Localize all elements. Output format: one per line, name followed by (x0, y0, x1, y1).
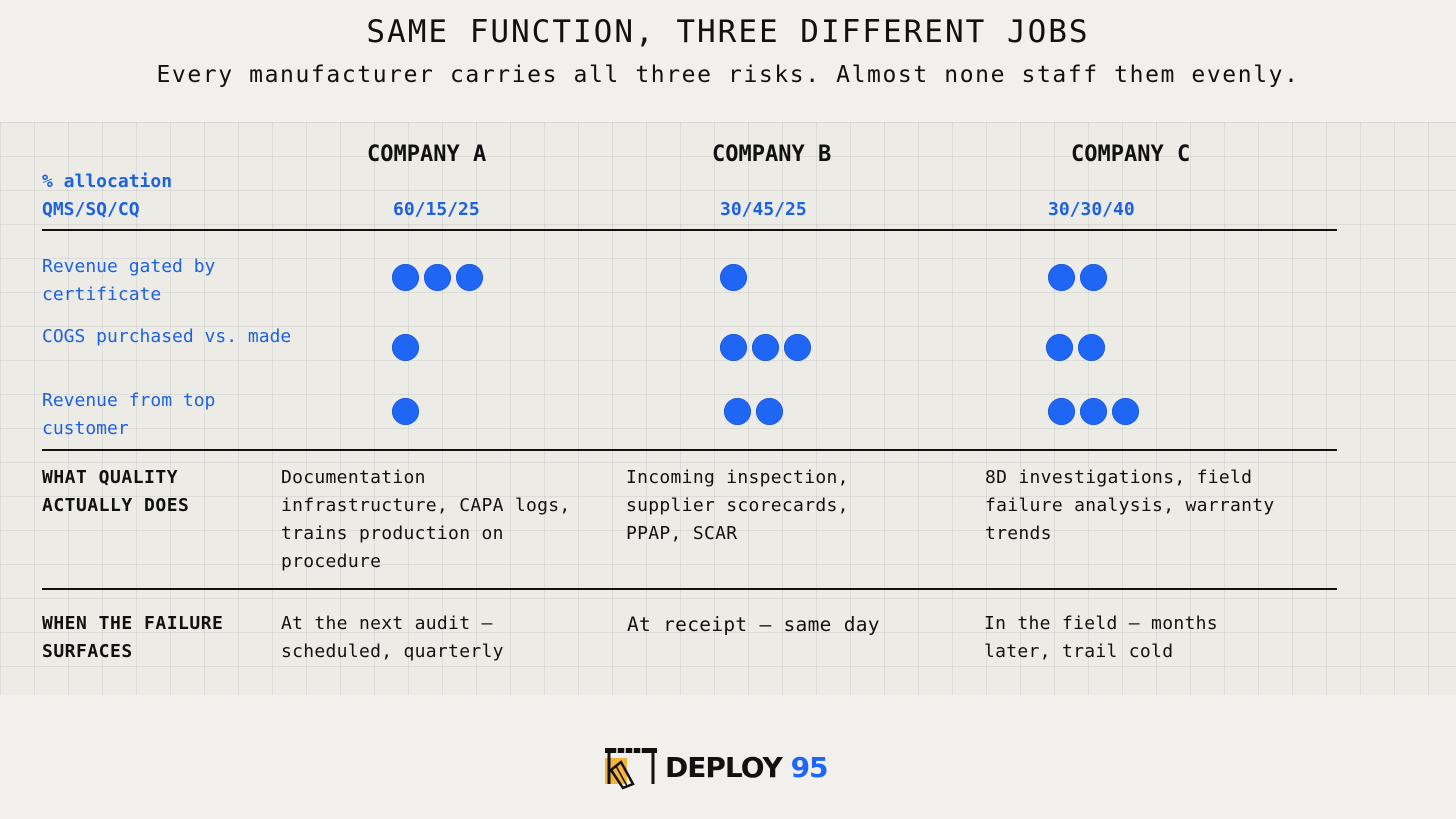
rating-dot (424, 264, 451, 291)
rating-dot (1048, 398, 1075, 425)
header-divider (42, 229, 1337, 231)
logo-wordmark: DEPLOY 95 (665, 750, 829, 784)
deploy95-logo-icon (605, 748, 657, 790)
dots-certificate-company-b (720, 264, 747, 291)
dots-cogs-company-b (720, 334, 811, 361)
rating-dot (1048, 264, 1075, 291)
quality-role-company-b: Incoming inspection, supplier scorecards… (626, 467, 849, 544)
allocation-label-line2: QMS/SQ/CQ (42, 199, 140, 220)
logo-word: DEPLOY (665, 750, 783, 784)
roles-divider (42, 588, 1337, 590)
quality-role-company-a: Documentation infrastructure, CAPA logs,… (281, 467, 571, 572)
deploy95-logo: DEPLOY 95 (603, 744, 829, 790)
dots-cogs-company-a (392, 334, 419, 361)
dots-top-customer-company-b (724, 398, 783, 425)
row-label-what-quality-does: WHAT QUALITY ACTUALLY DOES (42, 467, 190, 516)
company-c-allocation: 30/30/40 (1048, 199, 1135, 220)
metric-label-certificate: Revenue gated by certificate (42, 256, 216, 305)
rating-dot (392, 398, 419, 425)
quality-role-company-c: 8D investigations, field failure analysi… (985, 467, 1275, 544)
rating-dot (720, 264, 747, 291)
rating-dot (392, 264, 419, 291)
rating-dot (456, 264, 483, 291)
metric-label-cogs: COGS purchased vs. made (42, 326, 292, 347)
allocation-label-line1: % allocation (42, 171, 173, 192)
dots-top-customer-company-c (1048, 398, 1139, 425)
rating-dot (784, 334, 811, 361)
rating-dot (1112, 398, 1139, 425)
rating-dot (1080, 264, 1107, 291)
rating-dot (392, 334, 419, 361)
dots-certificate-company-a (392, 264, 483, 291)
company-a-allocation: 60/15/25 (393, 199, 480, 220)
rating-dot (1078, 334, 1105, 361)
page-subtitle: Every manufacturer carries all three ris… (156, 62, 1300, 88)
failure-timing-company-a: At the next audit — scheduled, quarterly (281, 613, 504, 662)
metric-label-top-customer: Revenue from top customer (42, 390, 216, 439)
failure-timing-company-b: At receipt — same day (627, 613, 880, 636)
dots-cogs-company-c (1046, 334, 1105, 361)
rating-dot (1046, 334, 1073, 361)
company-c-heading: COMPANY C (1071, 142, 1191, 167)
rating-dot (720, 334, 747, 361)
logo-number: 95 (790, 750, 829, 784)
company-b-heading: COMPANY B (712, 142, 832, 167)
row-label-failure-surfaces: WHEN THE FAILURE SURFACES (42, 613, 224, 662)
page-title: SAME FUNCTION, THREE DIFFERENT JOBS (366, 14, 1090, 50)
company-b-allocation: 30/45/25 (720, 199, 807, 220)
comparison-board: % allocation QMS/SQ/CQ COMPANY A COMPANY… (0, 122, 1456, 695)
rating-dot (1080, 398, 1107, 425)
company-a-heading: COMPANY A (367, 142, 487, 167)
rating-dot (724, 398, 751, 425)
metrics-divider (42, 449, 1337, 451)
dots-certificate-company-c (1048, 264, 1107, 291)
rating-dot (752, 334, 779, 361)
dots-top-customer-company-a (392, 398, 419, 425)
failure-timing-company-c: In the field — months later, trail cold (984, 613, 1218, 662)
rating-dot (756, 398, 783, 425)
allocation-label: % allocation QMS/SQ/CQ (42, 168, 172, 224)
